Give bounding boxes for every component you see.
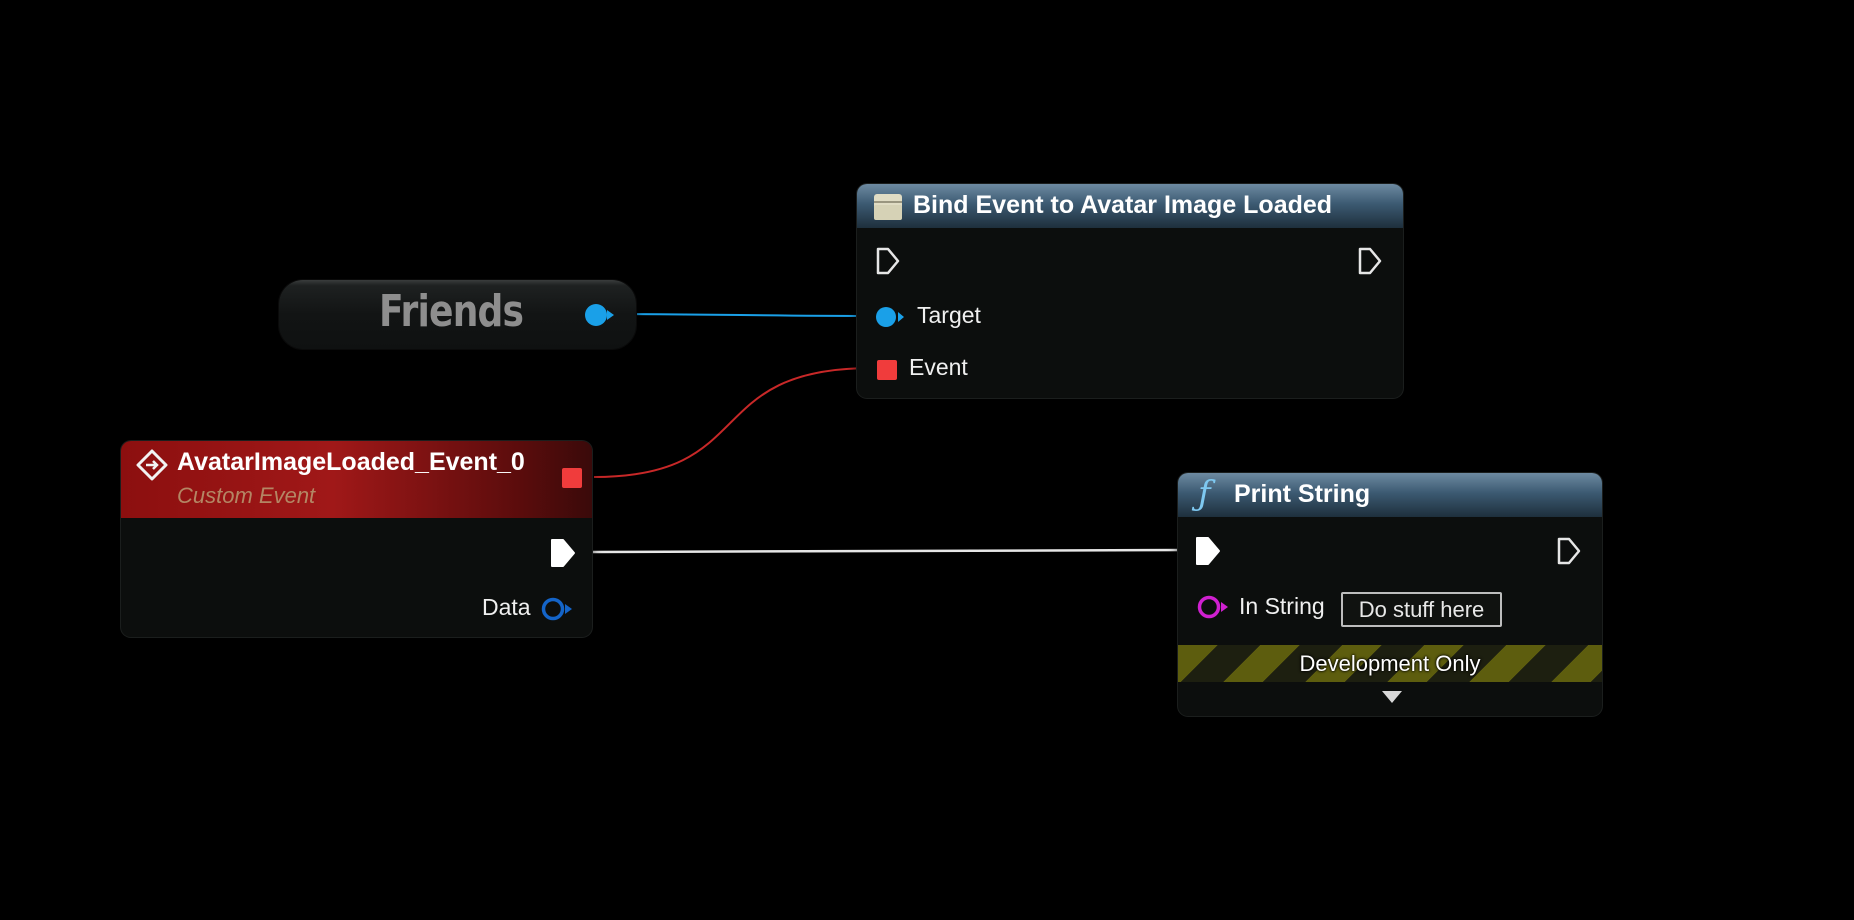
exec-out-pin[interactable] [1357,246,1383,276]
event-pin-icon[interactable] [876,359,898,381]
print-string-title: Print String [1234,480,1371,508]
delegate-output-pin[interactable] [561,467,583,489]
friends-output-pin[interactable] [583,302,615,328]
custom-event-header[interactable]: AvatarImageLoaded_Event_0 Custom Event [121,441,592,518]
in-string-pin-icon[interactable] [1196,594,1230,620]
friends-variable-label: Friends [379,286,524,337]
custom-event-subtitle: Custom Event [177,483,316,508]
wire-event-delegate [593,367,873,478]
friends-variable-node[interactable]: Friends [279,280,636,349]
chevron-down-icon[interactable] [1380,688,1404,706]
in-string-input[interactable]: Do stuff here [1341,592,1502,627]
development-only-label: Development Only [1299,651,1481,676]
exec-in-pin[interactable] [1194,535,1222,567]
wire-exec [591,548,1191,554]
wire-friends-to-target [603,313,873,317]
custom-event-node[interactable]: AvatarImageLoaded_Event_0 Custom Event D… [121,441,592,637]
bind-event-node[interactable]: Bind Event to Avatar Image Loaded Target… [857,184,1403,398]
print-string-header[interactable]: ƒ Print String [1178,473,1602,517]
exec-out-pin[interactable] [1556,536,1582,566]
bind-event-header[interactable]: Bind Event to Avatar Image Loaded [857,184,1403,228]
target-pin-label: Target [917,302,981,328]
delegate-icon [874,194,902,220]
data-pin-label: Data [482,594,531,620]
development-only-banner: Development Only [1178,645,1602,682]
event-pin-label: Event [909,354,968,380]
exec-in-pin[interactable] [875,246,901,276]
function-icon: ƒ [1198,474,1211,514]
in-string-label: In String [1239,593,1325,619]
exec-out-pin[interactable] [549,537,577,569]
custom-event-title: AvatarImageLoaded_Event_0 [177,448,525,476]
bind-event-title: Bind Event to Avatar Image Loaded [913,191,1333,219]
data-pin-icon[interactable] [540,596,574,622]
custom-event-icon [136,449,168,481]
target-pin-icon[interactable] [875,305,905,329]
